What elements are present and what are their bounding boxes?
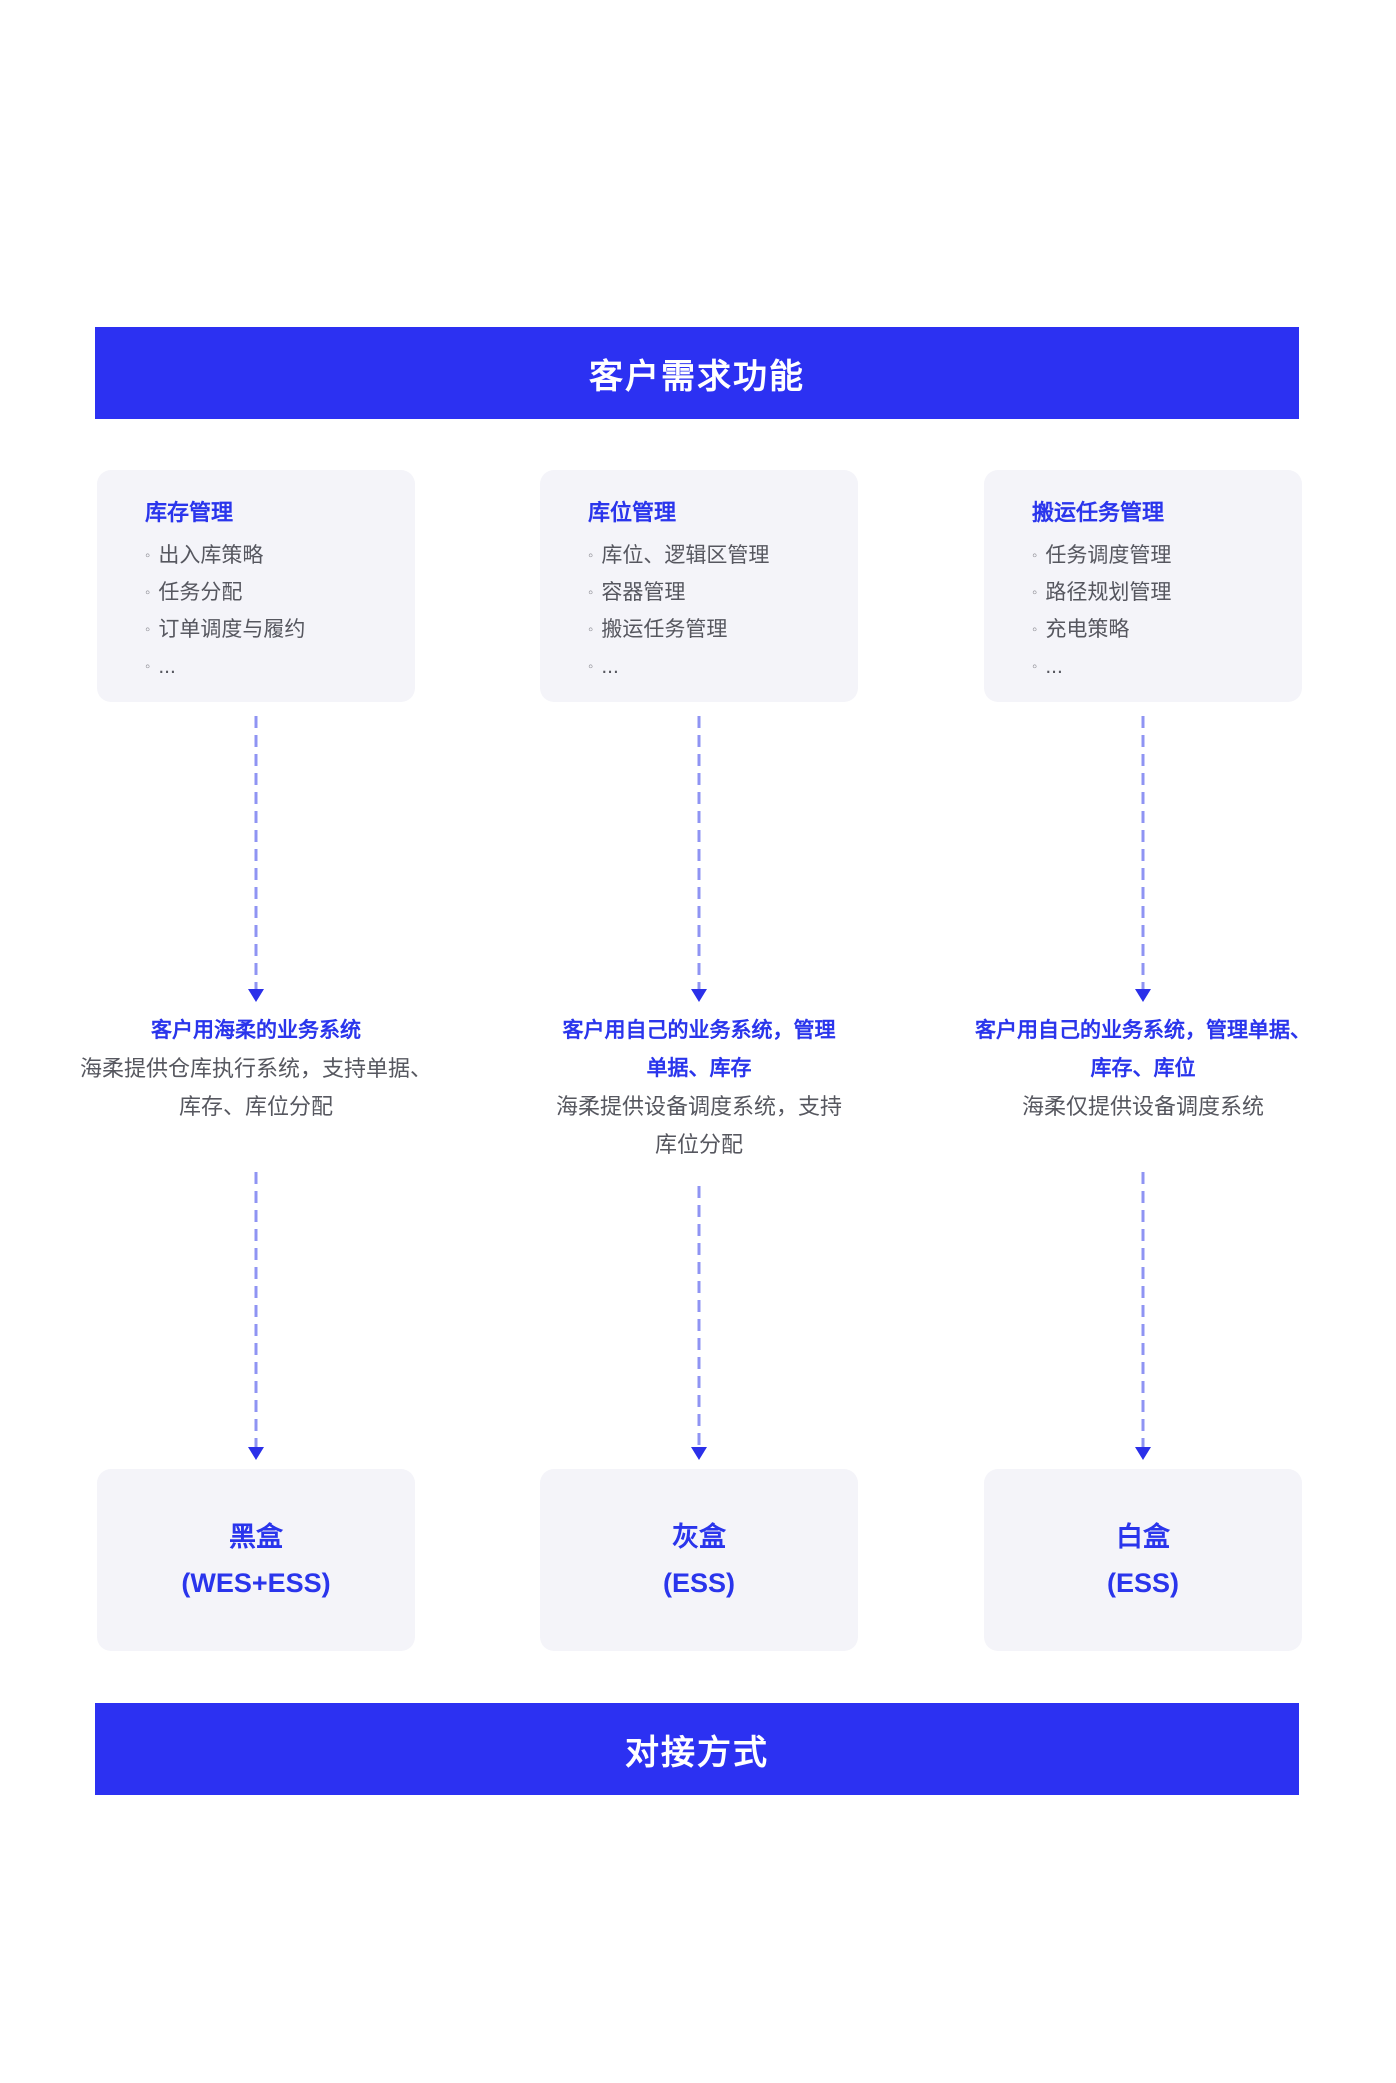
- list-item-label: 任务分配: [158, 581, 243, 604]
- list-item: ◦ 订单调度与履约: [145, 611, 399, 648]
- list-item-label: 出入库策略: [158, 544, 264, 567]
- list-item: ◦ 搬运任务管理: [588, 611, 842, 648]
- list-item: ◦ 库位、逻辑区管理: [588, 537, 842, 574]
- feature-card-title: 库位管理: [588, 500, 677, 525]
- dashed-line: [697, 1186, 701, 1449]
- arrowhead-icon: [691, 989, 707, 1002]
- result-box-title: 白盒: [1116, 1522, 1170, 1552]
- footer-bar-title: 对接方式: [625, 1733, 769, 1772]
- system-option-title: 客户用自己的业务系统，管理 单据、库存: [562, 1019, 836, 1080]
- arrowhead-icon: [1135, 989, 1151, 1002]
- bullet-icon: ◦: [588, 584, 594, 601]
- arrowhead-icon: [691, 1447, 707, 1460]
- result-box-subtitle: (ESS): [1106, 1568, 1179, 1598]
- system-option-block: 客户用海柔的业务系统 海柔提供仓库执行系统，支持单据、 库存、库位分配: [36, 1012, 476, 1126]
- result-box-subtitle: (ESS): [662, 1568, 735, 1598]
- system-option-title: 客户用海柔的业务系统: [151, 1019, 361, 1042]
- result-box-white: 白盒 (ESS): [984, 1469, 1302, 1651]
- system-option-block: 客户用自己的业务系统，管理单据、 库存、库位 海柔仅提供设备调度系统: [923, 1012, 1363, 1126]
- dashed-line: [1141, 716, 1145, 991]
- dashed-down-arrow: [690, 716, 708, 1002]
- header-bar-title: 客户需求功能: [589, 357, 805, 396]
- feature-card-locations: 库位管理 ◦ 库位、逻辑区管理 ◦ 容器管理 ◦ 搬运任务管理 ◦...: [540, 470, 858, 702]
- feature-card-transport: 搬运任务管理 ◦ 任务调度管理 ◦ 路径规划管理 ◦ 充电策略 ◦...: [984, 470, 1302, 702]
- list-item: ◦...: [588, 648, 842, 685]
- dashed-line: [697, 716, 701, 991]
- result-box-title: 黑盒: [229, 1522, 283, 1552]
- header-bar: 客户需求功能: [95, 327, 1299, 419]
- feature-list: ◦ 任务调度管理 ◦ 路径规划管理 ◦ 充电策略 ◦...: [1032, 537, 1286, 685]
- list-item-label: ...: [601, 655, 619, 678]
- result-box-black: 黑盒 (WES+ESS): [97, 1469, 415, 1651]
- bullet-icon: ◦: [145, 621, 151, 638]
- list-item: ◦ 容器管理: [588, 574, 842, 611]
- bullet-icon: ◦: [588, 621, 594, 638]
- list-item: ◦ 路径规划管理: [1032, 574, 1286, 611]
- list-item-label: 充电策略: [1045, 618, 1130, 641]
- result-box-subtitle: (WES+ESS): [181, 1568, 331, 1598]
- feature-card-title: 库存管理: [145, 500, 234, 525]
- dashed-line: [254, 1172, 258, 1449]
- arrowhead-icon: [248, 1447, 264, 1460]
- bullet-icon: ◦: [145, 658, 151, 675]
- list-item: ◦ 充电策略: [1032, 611, 1286, 648]
- bullet-icon: ◦: [1032, 584, 1038, 601]
- dashed-down-arrow: [247, 716, 265, 1002]
- feature-card-title: 搬运任务管理: [1032, 500, 1165, 525]
- footer-bar: 对接方式: [95, 1703, 1299, 1795]
- arrowhead-icon: [248, 989, 264, 1002]
- list-item-label: 路径规划管理: [1045, 581, 1172, 604]
- list-item: ◦ 任务分配: [145, 574, 399, 611]
- bullet-icon: ◦: [1032, 621, 1038, 638]
- bullet-icon: ◦: [145, 584, 151, 601]
- system-option-title: 客户用自己的业务系统，管理单据、 库存、库位: [975, 1019, 1311, 1080]
- system-option-description: 海柔提供仓库执行系统，支持单据、 库存、库位分配: [79, 1056, 432, 1119]
- dashed-down-arrow: [690, 1186, 708, 1460]
- list-item-label: 订单调度与履约: [158, 618, 306, 641]
- list-item-label: 任务调度管理: [1045, 544, 1172, 567]
- system-option-block: 客户用自己的业务系统，管理 单据、库存 海柔提供设备调度系统，支持 库位分配: [479, 1012, 919, 1164]
- list-item: ◦ 任务调度管理: [1032, 537, 1286, 574]
- dashed-line: [1141, 1172, 1145, 1449]
- bullet-icon: ◦: [588, 547, 594, 564]
- system-option-description: 海柔仅提供设备调度系统: [1021, 1094, 1264, 1119]
- result-box-title: 灰盒: [672, 1522, 726, 1552]
- list-item-label: ...: [1045, 655, 1063, 678]
- list-item-label: 搬运任务管理: [601, 618, 728, 641]
- bullet-icon: ◦: [145, 547, 151, 564]
- bullet-icon: ◦: [588, 658, 594, 675]
- feature-list: ◦ 出入库策略 ◦ 任务分配 ◦ 订单调度与履约 ◦...: [145, 537, 399, 685]
- feature-list: ◦ 库位、逻辑区管理 ◦ 容器管理 ◦ 搬运任务管理 ◦...: [588, 537, 842, 685]
- list-item-label: ...: [158, 655, 176, 678]
- result-box-gray: 灰盒 (ESS): [540, 1469, 858, 1651]
- system-option-description: 海柔提供设备调度系统，支持 库位分配: [555, 1094, 842, 1157]
- list-item: ◦ 出入库策略: [145, 537, 399, 574]
- dashed-down-arrow: [1134, 1172, 1152, 1460]
- feature-card-inventory: 库存管理 ◦ 出入库策略 ◦ 任务分配 ◦ 订单调度与履约 ◦...: [97, 470, 415, 702]
- bullet-icon: ◦: [1032, 658, 1038, 675]
- dashed-down-arrow: [1134, 716, 1152, 1002]
- list-item-label: 库位、逻辑区管理: [601, 544, 770, 567]
- dashed-line: [254, 716, 258, 991]
- list-item-label: 容器管理: [601, 581, 686, 604]
- dashed-down-arrow: [247, 1172, 265, 1460]
- arrowhead-icon: [1135, 1447, 1151, 1460]
- bullet-icon: ◦: [1032, 547, 1038, 564]
- list-item: ◦...: [1032, 648, 1286, 685]
- list-item: ◦...: [145, 648, 399, 685]
